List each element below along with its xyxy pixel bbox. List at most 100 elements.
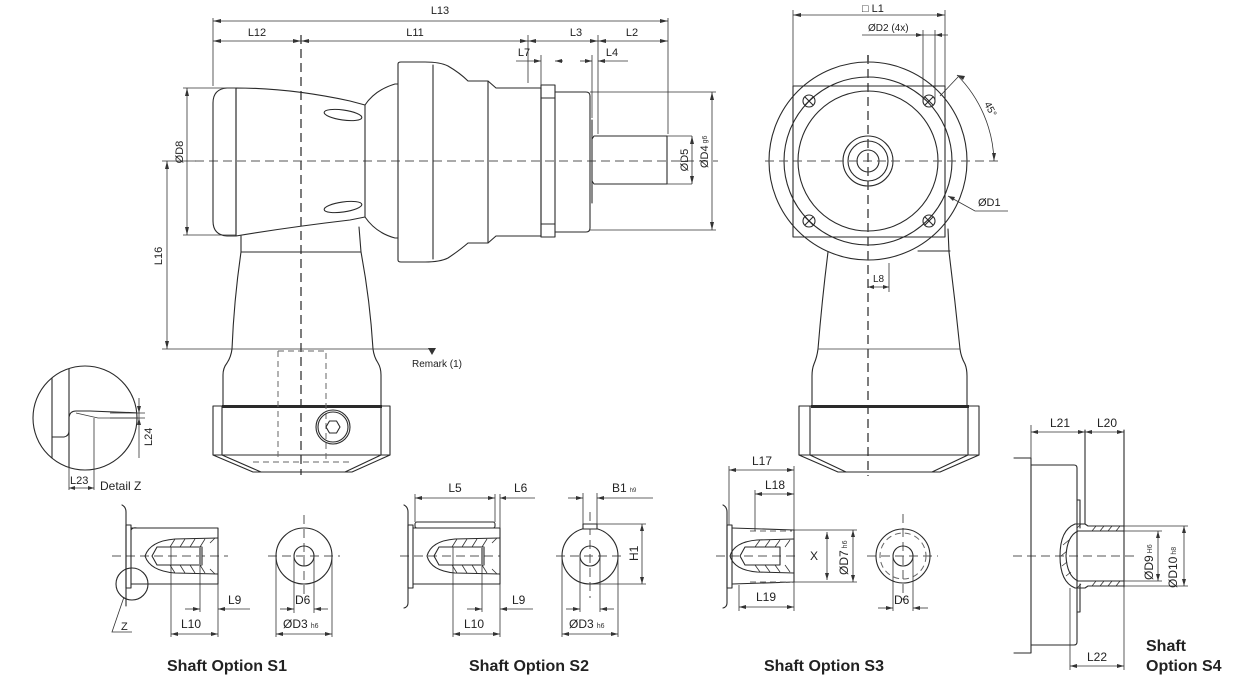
s1-housing-edge <box>121 504 127 607</box>
s3-d7-text: ØD7 <box>837 550 851 575</box>
label-l1: □L1 <box>862 3 884 15</box>
s2-thread-core <box>433 546 485 566</box>
s3-label-l17: L17 <box>752 454 772 468</box>
front-view: □L1 ØD2 (4x) 45° ØD1 L8 <box>765 3 1008 476</box>
label-d4-tolerance: g6 <box>702 135 709 143</box>
s4-label-d9: ØD9H6 <box>1142 544 1156 580</box>
s1-thread-hatch <box>169 537 216 575</box>
label-l8: L8 <box>873 274 885 285</box>
s1-d3-text: ØD3 <box>283 617 308 631</box>
s4-label-d10: ØD10h8 <box>1166 547 1180 588</box>
s1-center-bore <box>144 537 219 575</box>
hidden-bore <box>253 350 352 463</box>
s3-shoulder <box>726 524 733 589</box>
s1-thread-end <box>199 547 202 565</box>
label-d4: ØD4g6 <box>699 135 711 168</box>
s1-label-d6: D6 <box>295 593 311 607</box>
s4-flange-body <box>1030 464 1078 646</box>
detail-z-title: Detail Z <box>100 479 141 493</box>
s3-label-l18: L18 <box>765 478 785 492</box>
s3-caption: Shaft Option S3 <box>764 658 884 675</box>
s3-label-d7: ØD7h6 <box>837 540 851 575</box>
detail-groove-line <box>75 412 137 419</box>
s3-thread-hatch <box>754 539 791 573</box>
label-l4: L4 <box>606 47 618 59</box>
s2-label-h1: H1 <box>627 545 641 561</box>
centering-collar <box>554 91 591 233</box>
label-l1-text: L1 <box>872 3 884 15</box>
s4-label-l21: L21 <box>1050 416 1070 430</box>
label-l12: L12 <box>248 27 266 39</box>
s3-spline-hidden <box>750 530 792 583</box>
label-l3: L3 <box>570 27 582 39</box>
clamp-screw-head <box>315 409 351 445</box>
s2-label-l10: L10 <box>464 617 484 631</box>
label-l23: L23 <box>70 475 88 487</box>
s3-spline-root <box>879 532 927 580</box>
s4-d9-tolerance: H6 <box>1147 544 1154 553</box>
label-d8: ØD8 <box>174 141 186 164</box>
s1-z-leader <box>111 596 132 633</box>
label-l24: L24 <box>143 428 155 446</box>
s2-label-l9: L9 <box>512 593 526 607</box>
gear-head-body <box>397 61 542 263</box>
s4-caption-line2: Option S4 <box>1146 658 1222 675</box>
s2-keyway <box>582 523 598 530</box>
s1-d3-tolerance: h6 <box>311 623 319 630</box>
ring-chamfer <box>212 454 391 473</box>
s4-hollow-shaft-bore <box>1065 530 1125 582</box>
angle-arc-45 <box>956 74 995 162</box>
mounting-hole-icon <box>922 214 936 228</box>
s4-label-l22: L22 <box>1087 650 1107 664</box>
s1-label-z: Z <box>121 621 128 633</box>
s2-shoulder <box>407 524 414 589</box>
s2-b1-text: B1 <box>612 481 627 495</box>
mounting-hole-cross <box>804 96 814 106</box>
s2-thread-hatch <box>451 537 498 575</box>
label-l13: L13 <box>431 5 449 17</box>
label-l16: L16 <box>153 247 165 265</box>
s1-label-l10: L10 <box>181 617 201 631</box>
s3-thread-core <box>739 546 781 566</box>
s4-section-hatch <box>1060 523 1121 589</box>
label-l2: L2 <box>626 27 638 39</box>
s4-housing-edge <box>1013 457 1032 654</box>
s4-hollow-shaft-outer <box>1059 523 1125 589</box>
front-drive-housing <box>811 228 968 407</box>
mounting-holes <box>802 94 936 228</box>
detail-undercut-profile <box>51 410 137 438</box>
mounting-hole-icon <box>802 94 816 108</box>
s2-label-l6: L6 <box>514 481 528 495</box>
label-l7: L7 <box>518 47 530 59</box>
s4-flange-step <box>1076 499 1081 613</box>
s3-label-l19: L19 <box>756 590 776 604</box>
s3-label-d6: D6 <box>894 593 910 607</box>
housing-end-cap <box>212 87 237 237</box>
s3-d7-tolerance: h6 <box>842 540 849 548</box>
mounting-hole-icon <box>922 94 936 108</box>
label-angle: 45° <box>981 100 998 119</box>
s2-label-l5: L5 <box>448 481 462 495</box>
front-clamping-ring <box>798 405 980 456</box>
s2-caption: Shaft Option S2 <box>469 658 589 675</box>
s3-shaft-outline <box>731 527 795 585</box>
s1-thread-core <box>151 546 203 566</box>
mounting-hole-icon <box>802 214 816 228</box>
hex-socket-icon <box>325 420 341 434</box>
mounting-hole-cross <box>924 96 934 106</box>
detail-z: L23 Detail Z L24 <box>32 365 155 493</box>
square-flange <box>792 85 946 238</box>
label-d1: ØD1 <box>978 197 1001 209</box>
side-view: L13 L12 L11 L3 L2 L7 L4 ØD8 <box>153 5 718 475</box>
flange-plate <box>540 84 556 238</box>
mounting-hole-cross <box>804 216 814 226</box>
s2-d3-tolerance: h6 <box>597 623 605 630</box>
output-shaft <box>591 135 668 185</box>
s4-d10-tolerance: h8 <box>1171 547 1178 555</box>
shaft-option-s3: L17 L18 L19 X ØD7h6 D6 Shaft Option S3 <box>716 454 938 675</box>
shaft-option-s4: L21 L20 L22 ØD9H6 ØD10h8 Shaft Option S4 <box>1013 416 1222 675</box>
